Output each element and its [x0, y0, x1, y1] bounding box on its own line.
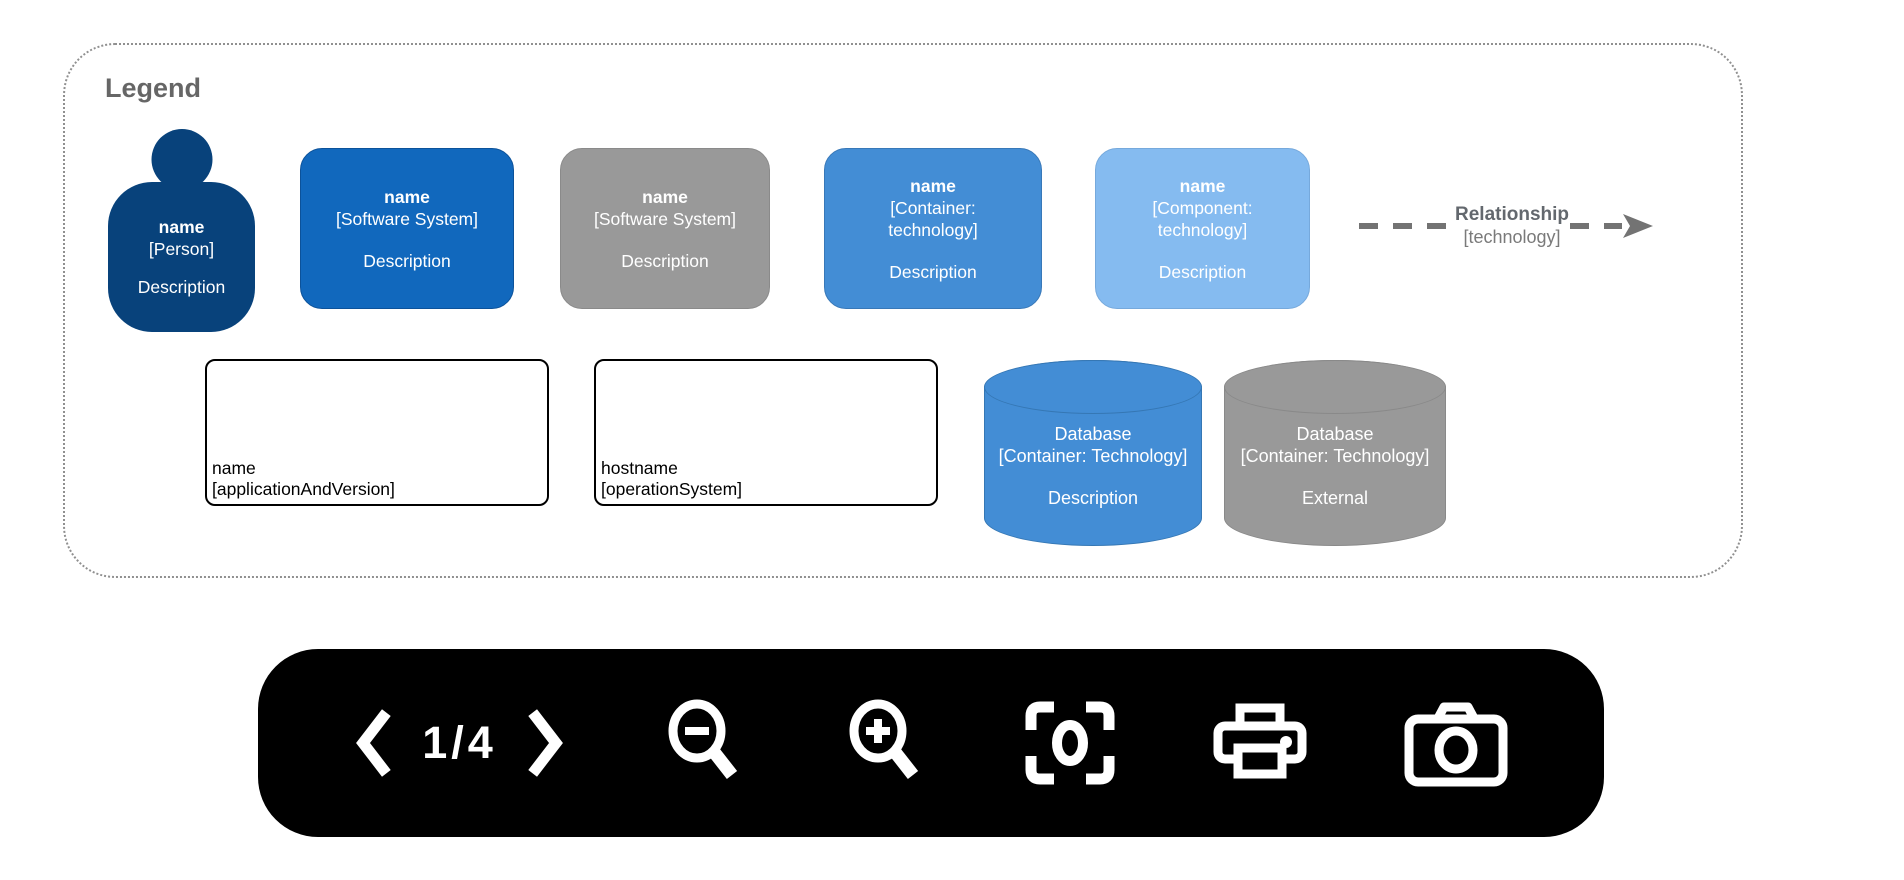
legend-panel: Legend name [Person] Description name [S… — [63, 43, 1743, 578]
external-software-system-type: [Software System] — [594, 208, 736, 229]
person-name: name — [158, 217, 205, 237]
camera-icon — [1403, 697, 1509, 789]
focus-frame-icon — [1023, 700, 1117, 786]
container-type: [Container: technology] — [888, 197, 978, 240]
deployment-node-type: [operationSystem] — [601, 479, 743, 499]
deployment-node-name: hostname — [601, 458, 678, 478]
relationship-dashed-line — [1359, 223, 1454, 229]
legend-deployment-node-application: name [applicationAndVersion] — [205, 359, 549, 506]
legend-relationship: Relationship [technology] — [1359, 204, 1705, 248]
fit-to-screen-button[interactable] — [1023, 700, 1117, 786]
database-name: Database — [1296, 424, 1374, 444]
zoom-in-button[interactable] — [842, 699, 928, 787]
legend-database-shape: Database [Container: Technology] Descrip… — [984, 360, 1202, 546]
database-description: Description — [1047, 488, 1139, 508]
legend-component-shape: name [Component: technology] Description — [1095, 148, 1310, 309]
cylinder-top — [984, 360, 1202, 414]
chevron-right-icon — [528, 709, 566, 777]
relationship-dashed-line — [1570, 223, 1623, 229]
relationship-name: Relationship — [1455, 204, 1570, 225]
legend-deployment-node-host: hostname [operationSystem] — [594, 359, 938, 506]
database-type: [Container: Technology] — [998, 446, 1188, 466]
legend-title: Legend — [105, 73, 202, 103]
person-head-icon — [151, 129, 212, 190]
software-system-description: Description — [363, 250, 451, 271]
person-body: name [Person] Description — [108, 182, 255, 332]
legend-external-software-system-shape: name [Software System] Description — [560, 148, 770, 309]
component-description: Description — [1158, 261, 1247, 282]
component-type: [Component: technology] — [1152, 197, 1253, 240]
container-description: Description — [889, 261, 977, 282]
legend-external-database-shape: Database [Container: Technology] Externa… — [1224, 360, 1446, 546]
relationship-type: [technology] — [1463, 227, 1561, 247]
database-label: Database [Container: Technology] Externa… — [1224, 423, 1446, 509]
cylinder-top — [1224, 360, 1446, 414]
software-system-name: name — [384, 186, 430, 207]
external-software-system-name: name — [642, 186, 688, 207]
page-indicator: 1/4 — [422, 717, 497, 768]
deployment-node-label: hostname [operationSystem] — [601, 458, 742, 500]
deployment-node-type: [applicationAndVersion] — [212, 479, 395, 499]
print-button[interactable] — [1212, 703, 1308, 783]
deployment-node-name: name — [212, 458, 256, 478]
deployment-node-label: name [applicationAndVersion] — [212, 458, 395, 500]
next-page-button[interactable] — [528, 709, 566, 777]
legend-person-shape: name [Person] Description — [108, 129, 255, 332]
database-type: [Container: Technology] — [1240, 446, 1430, 466]
software-system-type: [Software System] — [336, 208, 478, 229]
database-description: External — [1301, 488, 1369, 508]
legend-software-system-shape: name [Software System] Description — [300, 148, 514, 309]
screenshot-button[interactable] — [1403, 697, 1509, 789]
person-description: Description — [137, 277, 226, 297]
database-name: Database — [1054, 424, 1132, 444]
legend-container-shape: name [Container: technology] Description — [824, 148, 1042, 309]
arrowhead-icon — [1623, 214, 1654, 238]
relationship-label: Relationship [technology] — [1454, 204, 1570, 248]
magnifier-minus-icon — [661, 699, 747, 787]
printer-icon — [1212, 703, 1308, 783]
database-label: Database [Container: Technology] Descrip… — [984, 423, 1202, 509]
component-name: name — [1179, 175, 1226, 196]
magnifier-plus-icon — [842, 699, 928, 787]
container-name: name — [910, 175, 956, 196]
external-software-system-description: Description — [621, 250, 709, 271]
previous-page-button[interactable] — [353, 709, 391, 777]
chevron-left-icon — [353, 709, 391, 777]
zoom-out-button[interactable] — [661, 699, 747, 787]
viewer-toolbar: 1/4 — [258, 649, 1604, 837]
person-type: [Person] — [148, 239, 215, 259]
